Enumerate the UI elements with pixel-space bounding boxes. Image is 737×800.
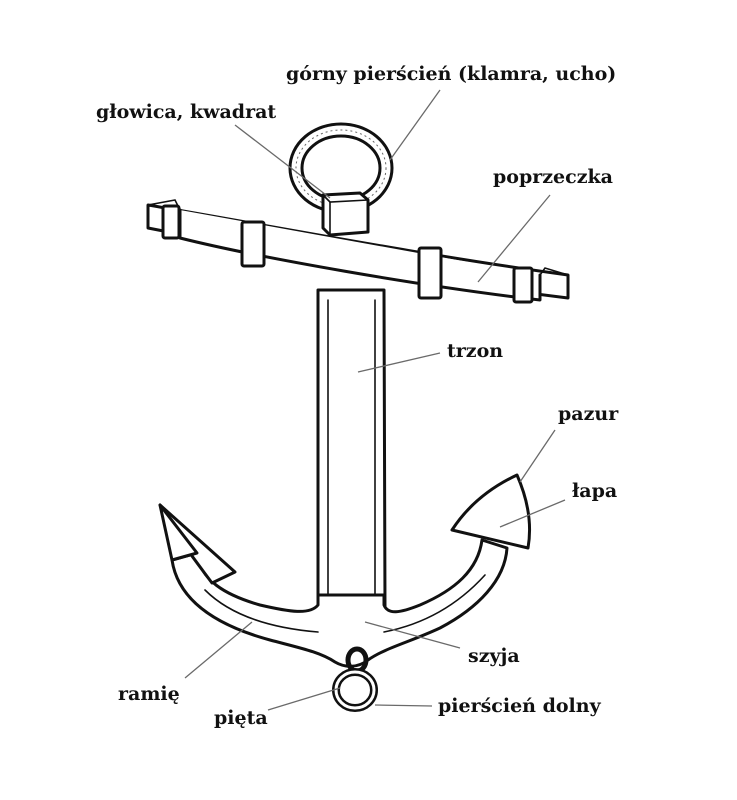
- label-pazur: pazur: [558, 403, 619, 425]
- stock: [146, 199, 570, 304]
- leader-poprzeczka: [477, 194, 551, 283]
- leader-lapa: [499, 499, 566, 528]
- leader-ramie: [184, 621, 253, 679]
- label-szyja: szyja: [468, 645, 520, 667]
- arms: [170, 538, 509, 668]
- shank: [316, 288, 387, 612]
- leader-lines: [184, 89, 566, 711]
- leader-pazur: [519, 429, 556, 483]
- head-square: [321, 191, 370, 237]
- label-trzon: trzon: [447, 340, 503, 362]
- label-pieta: pięta: [214, 707, 268, 729]
- label-ramie: ramię: [118, 683, 180, 705]
- right-fluke: [450, 473, 531, 550]
- label-gorny-pierscien: górny pierścień (klamra, ucho): [286, 63, 616, 85]
- leader-trzon: [357, 352, 441, 373]
- leader-pieta: [267, 687, 341, 711]
- leader-gorny-pierscien: [389, 89, 441, 161]
- label-lapa: łapa: [572, 480, 617, 502]
- label-glowica: głowica, kwadrat: [96, 101, 276, 123]
- leader-pierscien-dolny: [374, 704, 433, 707]
- labels: górny pierścień (klamra, ucho) głowica, …: [96, 63, 619, 729]
- bottom-ring: [332, 646, 378, 712]
- left-fluke: [158, 503, 237, 585]
- leader-glowica: [234, 124, 331, 199]
- leader-szyja: [364, 621, 461, 649]
- label-pierscien-dolny: pierścień dolny: [438, 695, 602, 717]
- label-poprzeczka: poprzeczka: [493, 166, 613, 188]
